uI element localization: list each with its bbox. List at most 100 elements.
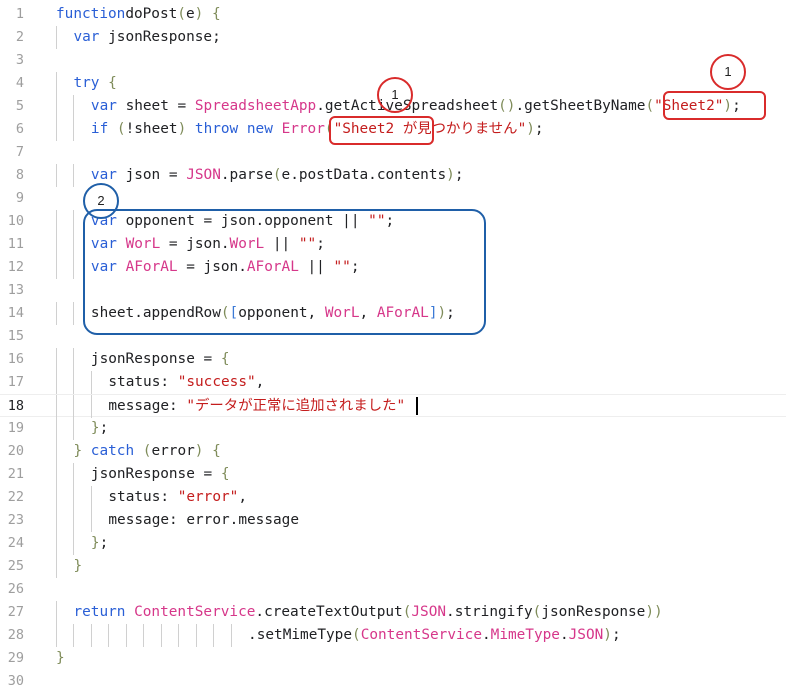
code-line[interactable]: 11 var WorL = json.WorL || ""; [0, 233, 786, 256]
code-line[interactable]: 24}; [0, 532, 786, 555]
code-token: ) [603, 627, 612, 643]
code-token: AForAL [376, 305, 429, 321]
code-token: WorL [125, 236, 161, 252]
code-text[interactable]: var sheet = SpreadsheetApp.getActiveSpre… [91, 95, 741, 118]
indent-guide [73, 395, 75, 418]
code-text[interactable]: status: "error", [108, 486, 247, 509]
code-token: JSON [568, 627, 604, 643]
code-text[interactable]: .setMimeType(ContentService.MimeType.JSO… [248, 624, 621, 647]
annotation-box-error-message [329, 116, 434, 145]
code-line[interactable]: 3 [0, 49, 786, 72]
indent-guide [56, 72, 57, 95]
indent-guide [143, 624, 145, 647]
code-line[interactable]: 7 [0, 141, 786, 164]
code-token: "error" [177, 489, 239, 505]
code-text[interactable]: }; [91, 532, 108, 555]
code-token: ( [352, 627, 361, 643]
code-line[interactable]: 25} [0, 555, 786, 578]
code-token: .setMimeType [248, 627, 353, 643]
code-text[interactable]: functiondoPost(e) { [56, 3, 221, 26]
code-token: ( [177, 6, 186, 22]
code-token: ) [526, 121, 535, 137]
indent-guide [56, 486, 57, 509]
code-token: !sheet [125, 121, 178, 137]
code-text[interactable]: sheet.appendRow([opponent, WorL, AForAL]… [91, 302, 455, 325]
code-token: status: [108, 374, 178, 390]
code-text[interactable]: var jsonResponse; [73, 26, 220, 49]
indent-guide [73, 302, 75, 325]
code-token: , [238, 489, 248, 505]
code-text[interactable]: } [73, 555, 82, 578]
indent-guide [160, 624, 162, 647]
code-token: [ [229, 305, 239, 321]
code-line[interactable]: 20} catch (error) { [0, 440, 786, 463]
code-text[interactable]: try { [73, 72, 116, 95]
line-number: 15 [7, 328, 24, 344]
code-line[interactable]: 13 [0, 279, 786, 302]
code-token: error [151, 443, 195, 459]
code-token: ( [402, 604, 412, 620]
code-text[interactable]: var json = JSON.parse(e.postData.content… [91, 164, 464, 187]
code-token: } [73, 558, 83, 574]
indent-guide [56, 210, 57, 233]
code-token: ) [446, 167, 455, 183]
code-text[interactable]: var AForAL = json.AForAL || ""; [91, 256, 360, 279]
code-text[interactable]: }; [91, 417, 108, 440]
code-text[interactable]: message: "データが正常に追加されました" [108, 395, 405, 418]
code-text[interactable]: jsonResponse = { [91, 348, 230, 371]
code-line[interactable]: 19}; [0, 417, 786, 440]
code-token: function [56, 6, 126, 22]
code-line[interactable]: 29} [0, 647, 786, 670]
indent-guide [56, 624, 57, 647]
code-line[interactable]: 15 [0, 325, 786, 348]
code-token: ( [532, 604, 542, 620]
indent-guide [56, 601, 57, 624]
code-text[interactable]: message: error.message [108, 509, 299, 532]
code-line[interactable]: 26 [0, 578, 786, 601]
indent-guide [56, 395, 57, 418]
indent-guide [90, 486, 92, 509]
code-text[interactable]: jsonResponse = { [91, 463, 230, 486]
code-text[interactable]: } [56, 647, 65, 670]
code-token: .parse [220, 167, 273, 183]
code-token: ; [454, 167, 464, 183]
code-token: ; [611, 627, 621, 643]
code-text[interactable]: } catch (error) { [73, 440, 220, 463]
code-token: "" [333, 259, 351, 275]
line-number: 30 [7, 673, 24, 689]
code-text[interactable]: if (!sheet) throw new Error("Sheet2 が見つか… [91, 118, 544, 141]
code-text[interactable]: var WorL = json.WorL || ""; [91, 233, 325, 256]
code-text[interactable]: return ContentService.createTextOutput(J… [73, 601, 662, 624]
indent-guide [73, 532, 75, 555]
line-number: 11 [7, 236, 24, 252]
indent-guide [90, 395, 92, 418]
indent-guide [56, 26, 57, 49]
code-token: catch [90, 443, 135, 459]
code-line[interactable]: 30 [0, 670, 786, 693]
line-number: 13 [7, 282, 24, 298]
code-text[interactable]: var opponent = json.opponent || ""; [91, 210, 394, 233]
code-text[interactable]: status: "success", [108, 371, 264, 394]
indent-guide [56, 95, 57, 118]
indent-guide [195, 624, 197, 647]
code-token: } [90, 535, 100, 551]
code-line[interactable]: 9 [0, 187, 786, 210]
code-token: ContentService [360, 627, 482, 643]
code-line[interactable]: 28.setMimeType(ContentService.MimeType.J… [0, 624, 786, 647]
code-token: } [90, 420, 100, 436]
